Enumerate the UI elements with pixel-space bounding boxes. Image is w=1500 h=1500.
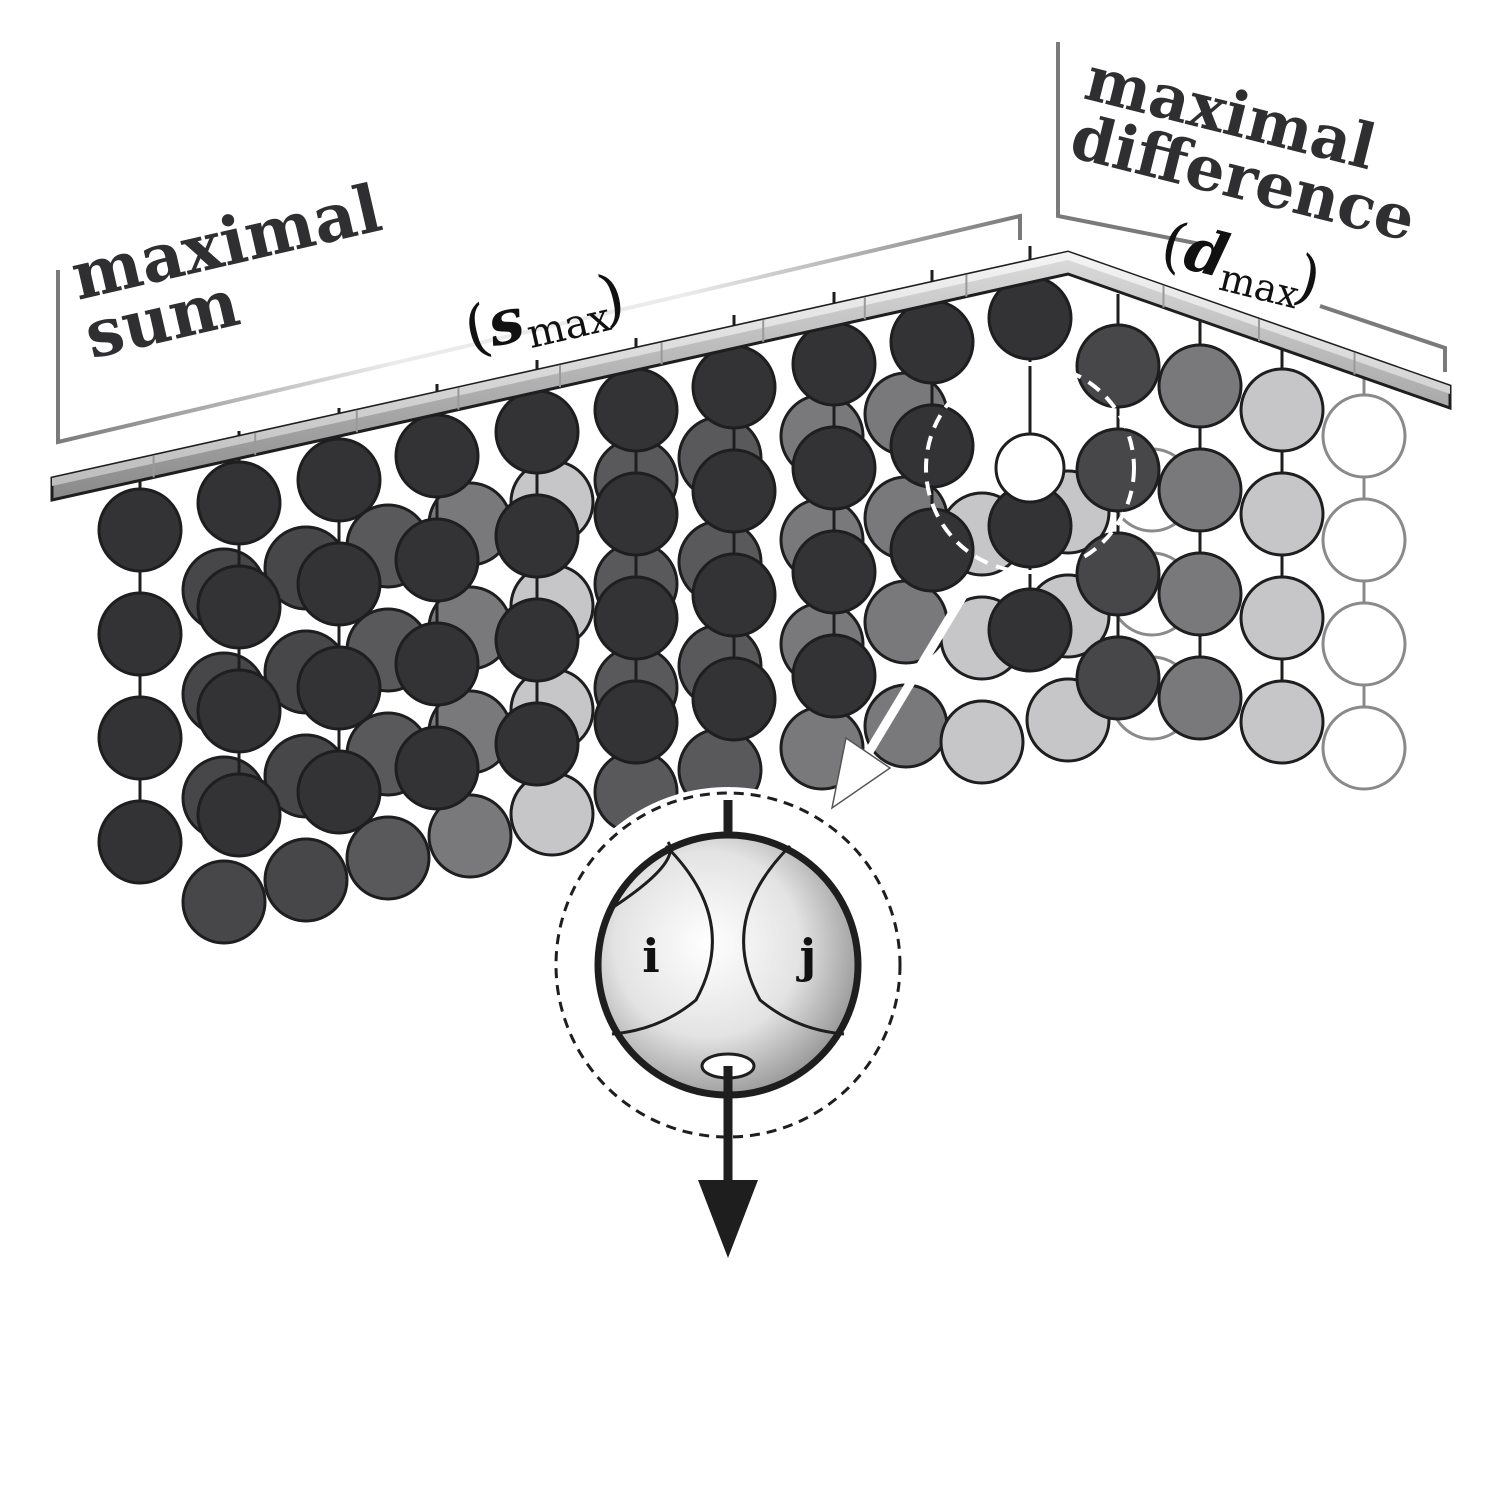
node [1239, 471, 1325, 557]
node [691, 344, 777, 430]
node [97, 591, 183, 677]
node [691, 552, 777, 638]
sum-label: maximal sum [64, 169, 388, 374]
node [394, 413, 480, 499]
node [1157, 655, 1243, 741]
node [394, 621, 480, 707]
node [494, 701, 580, 787]
node [296, 541, 382, 627]
node [196, 772, 282, 858]
unit-left-compartment [611, 841, 672, 910]
node [593, 471, 679, 557]
node [1321, 705, 1407, 791]
selection-ring [924, 362, 1136, 574]
difference-label: maximal difference [1064, 42, 1423, 256]
node [889, 507, 975, 593]
node [1075, 427, 1161, 513]
node [1157, 343, 1243, 429]
back-node [427, 793, 513, 879]
selected-node [924, 362, 1136, 574]
magnifier-dashed-ring [554, 791, 902, 1139]
selected-node-hole [994, 432, 1066, 504]
back-node [939, 699, 1025, 785]
node [1157, 447, 1243, 533]
unit-label-j: j [796, 929, 817, 983]
back-node [181, 859, 267, 945]
node [791, 321, 877, 407]
node [394, 517, 480, 603]
node [494, 597, 580, 683]
node [296, 437, 382, 523]
zoom-arrow [830, 581, 974, 810]
node [791, 529, 877, 615]
node [889, 299, 975, 385]
node [889, 403, 975, 489]
back-node [509, 771, 595, 857]
node [494, 493, 580, 579]
difference-bracket [1056, 42, 1447, 372]
output-arrowhead [698, 1180, 758, 1258]
sum-symbol: ( s max ) [457, 259, 631, 367]
node [691, 448, 777, 534]
back-node [263, 837, 349, 923]
node [1075, 323, 1161, 409]
node [593, 367, 679, 453]
node [1321, 393, 1407, 479]
node [1321, 601, 1407, 687]
unit-left-arc [611, 844, 714, 1036]
unit-right-arc [742, 844, 845, 1036]
node [196, 564, 282, 650]
node [296, 645, 382, 731]
sum-bracket [56, 213, 1022, 445]
node [1239, 575, 1325, 661]
node [1075, 635, 1161, 721]
node [593, 679, 679, 765]
top-bar [50, 250, 1452, 502]
top-bar-segments [152, 274, 1356, 478]
node [97, 695, 183, 781]
node-grid [97, 246, 1407, 945]
node [691, 656, 777, 742]
node [494, 389, 580, 475]
node [1239, 367, 1325, 453]
node [196, 460, 282, 546]
node [97, 799, 183, 885]
node [791, 425, 877, 511]
node [394, 725, 480, 811]
node [196, 668, 282, 754]
unit-label-i: i [642, 929, 659, 983]
back-node [345, 815, 431, 901]
node [1321, 497, 1407, 583]
node [987, 587, 1073, 673]
node [791, 633, 877, 719]
magnifier: i j [550, 787, 906, 1258]
node [296, 749, 382, 835]
node [593, 575, 679, 661]
node [1157, 551, 1243, 637]
node [1075, 531, 1161, 617]
node [1239, 679, 1325, 765]
node [97, 487, 183, 573]
